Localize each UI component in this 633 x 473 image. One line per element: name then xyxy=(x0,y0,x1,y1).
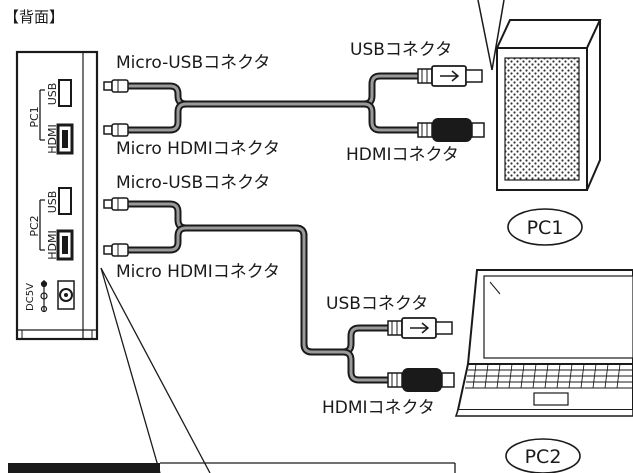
cable1-micro-usb-label: Micro-USBコネクタ xyxy=(116,53,271,73)
pc1-port-group: PC1 USB HDMI xyxy=(28,79,74,155)
pc2-badge-label: PC2 xyxy=(525,446,562,468)
cable1-usb-plug xyxy=(417,65,483,87)
cable1 xyxy=(103,65,485,142)
usb-symbol-icon xyxy=(410,322,430,334)
pc2-group-label: PC2 xyxy=(28,215,41,236)
pc2-hdmi-port-label: HDMI xyxy=(46,230,59,259)
cable1-hdmi-plug xyxy=(417,118,485,142)
touchpad xyxy=(533,392,569,406)
pc2-usb-port xyxy=(58,187,72,215)
cable1-micro-hdmi-plug xyxy=(103,123,129,137)
cable1-micro-hdmi-label: Micro HDMIコネクタ xyxy=(116,139,281,159)
pc2-port-group: PC2 USB HDMI xyxy=(28,187,74,261)
polarity-icon xyxy=(40,280,48,313)
usb-symbol-icon xyxy=(440,70,460,82)
cable2-usb-label: USBコネクタ xyxy=(326,294,429,314)
cable2-micro-hdmi-label: Micro HDMIコネクタ xyxy=(116,262,281,282)
pc1-usb-port-label: USB xyxy=(46,83,59,106)
pc1-badge: PC1 xyxy=(507,208,583,246)
cable2-micro-usb-label: Micro-USBコネクタ xyxy=(116,173,271,193)
pc1-usb-port xyxy=(58,79,72,107)
tower-pc xyxy=(495,19,602,191)
cable1-hdmi-label: HDMIコネクタ xyxy=(346,145,459,165)
cable2-micro-hdmi-plug xyxy=(103,243,129,257)
laptop-keyboard xyxy=(465,363,633,389)
cable2 xyxy=(103,197,455,392)
cable2-hdmi-plug xyxy=(387,368,455,392)
laptop-pc xyxy=(454,269,633,417)
cable2-micro-usb-plug xyxy=(103,197,129,211)
pc1-hdmi-port-label: HDMI xyxy=(46,124,59,153)
pc2-usb-port-label: USB xyxy=(46,191,59,214)
power-jack: DC5V xyxy=(25,280,75,313)
callout-bar xyxy=(8,463,160,473)
device-back-panel xyxy=(15,50,99,341)
power-port-label: DC5V xyxy=(25,283,36,311)
callout-lines xyxy=(100,267,456,473)
cable1-micro-usb-plug xyxy=(103,79,129,93)
pc1-group-label: PC1 xyxy=(28,106,41,127)
section-title: 【背面】 xyxy=(4,8,65,26)
cable2-usb-plug xyxy=(387,317,453,339)
callout-top-lines xyxy=(477,0,505,71)
cable1-usb-label: USBコネクタ xyxy=(350,40,453,60)
cable2-hdmi-label: HDMIコネクタ xyxy=(322,398,435,418)
pc2-badge: PC2 xyxy=(505,438,581,473)
pc1-badge-label: PC1 xyxy=(527,217,564,239)
